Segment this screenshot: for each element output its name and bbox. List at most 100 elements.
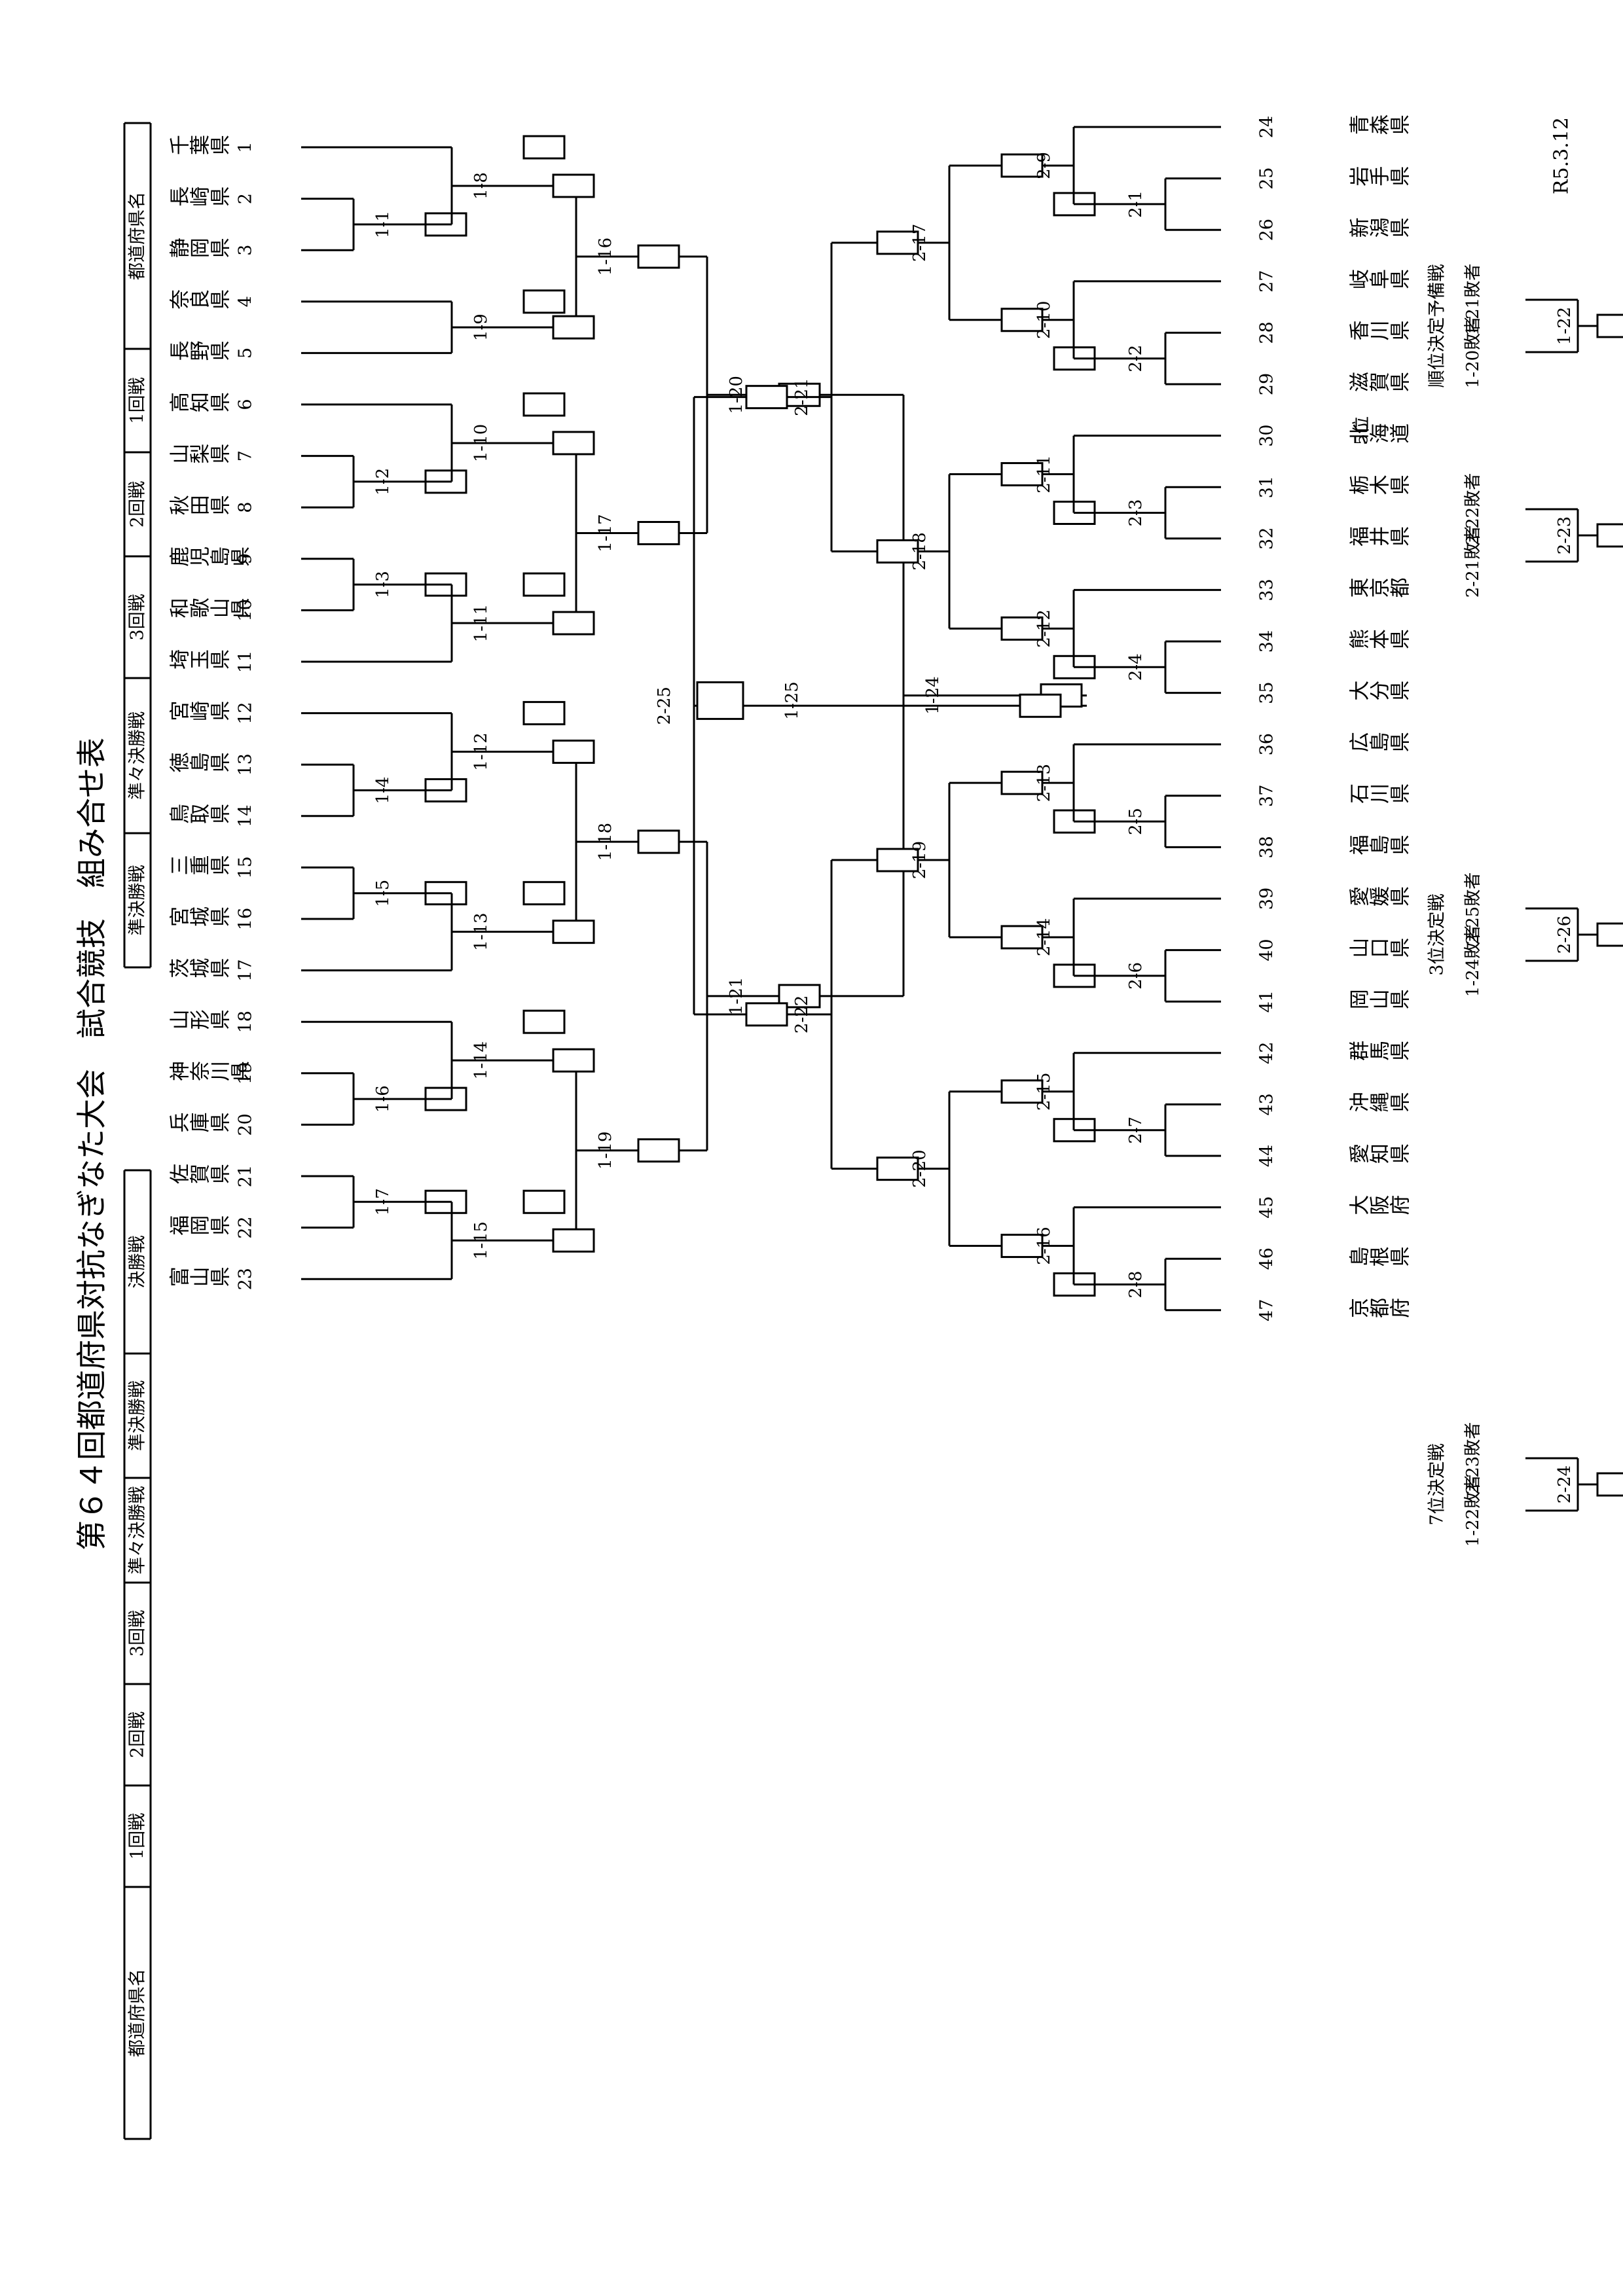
team-number-left: 5	[236, 348, 256, 359]
header-round-left: 準決勝戦	[128, 1380, 148, 1451]
team-number-left: 12	[236, 702, 256, 724]
team-name-left: 長崎県	[169, 187, 230, 211]
match-label: 2-21	[792, 378, 812, 416]
team-number-right: 32	[1257, 528, 1277, 550]
team-number-left: 20	[236, 1113, 256, 1136]
team-number-right: 39	[1257, 888, 1277, 910]
header-round-right: 1回戦	[128, 377, 148, 423]
match-label: 1-5	[373, 880, 393, 907]
placement-match-label: 2-24	[1555, 1465, 1575, 1503]
score-box	[552, 431, 595, 456]
score-box	[745, 385, 788, 410]
score-box	[1596, 1472, 1623, 1497]
team-name-left: 鹿児島県	[169, 547, 250, 571]
team-name-right: 滋賀県	[1349, 372, 1410, 396]
team-number-right: 29	[1257, 373, 1277, 395]
team-name-right: 新潟県	[1349, 218, 1410, 242]
placement-entrant: 1-21敗者	[1463, 264, 1483, 336]
team-name-left: 神奈川県	[169, 1061, 250, 1085]
team-number-left: 18	[236, 1011, 256, 1033]
score-box	[876, 1157, 919, 1181]
team-number-right: 28	[1257, 321, 1277, 344]
match-label: 2-14	[1034, 918, 1054, 956]
match-label: 1-19	[596, 1131, 615, 1169]
team-number-right: 46	[1257, 1247, 1277, 1270]
team-number-right: 45	[1257, 1196, 1277, 1218]
header-round-right: 準々決勝戦	[128, 711, 148, 800]
score-box	[522, 289, 566, 314]
team-number-left: 15	[236, 856, 256, 878]
match-label: 2-22	[792, 996, 812, 1033]
header-round-left: 3回戦	[128, 1610, 148, 1657]
team-name-left: 和歌山県	[169, 598, 250, 622]
score-box	[522, 881, 566, 906]
team-number-right: 27	[1257, 270, 1277, 293]
score-box	[552, 920, 595, 944]
team-name-right: 島根県	[1349, 1247, 1410, 1270]
match-label: 1-11	[471, 604, 491, 642]
team-name-left: 山形県	[169, 1010, 230, 1033]
team-name-right: 栃木県	[1349, 475, 1410, 499]
match-label: 2-3	[1126, 499, 1146, 527]
team-number-left: 9	[236, 553, 256, 564]
match-label: 2-4	[1126, 653, 1146, 681]
team-number-left: 10	[236, 599, 256, 621]
team-number-right: 40	[1257, 939, 1277, 961]
team-number-right: 30	[1257, 424, 1277, 446]
match-label: 1-4	[373, 777, 393, 804]
placement-caption: 順位決定予備戦	[1427, 264, 1448, 388]
placement-caption: 7位決定戦	[1427, 1443, 1448, 1525]
match-label: 2-1	[1126, 190, 1146, 218]
team-name-left: 徳島県	[169, 753, 230, 777]
match-label: 1-10	[471, 424, 491, 462]
match-label: 2-16	[1034, 1227, 1054, 1265]
match-label: 2-12	[1034, 609, 1054, 647]
score-box	[637, 1138, 680, 1163]
match-label: 2-8	[1126, 1271, 1146, 1299]
team-name-right: 岩手県	[1349, 166, 1410, 190]
placement-entrant: 2-21敗者	[1463, 526, 1483, 598]
match-label: 2-18	[910, 532, 930, 570]
score-box	[522, 392, 566, 417]
team-number-left: 16	[236, 908, 256, 930]
match-label: 2-13	[1034, 764, 1054, 802]
page-title: 第６４回都道府県対抗なぎなた大会 試合競技 組み合せ表	[74, 738, 109, 1551]
score-box	[1000, 308, 1044, 332]
team-number-right: 25	[1257, 167, 1277, 189]
team-name-right: 香川県	[1349, 321, 1410, 345]
score-box	[522, 1009, 566, 1034]
team-name-right: 広島県	[1349, 732, 1410, 756]
team-name-right: 福島県	[1349, 835, 1410, 859]
team-name-left: 宮城県	[169, 907, 230, 931]
team-number-left: 14	[236, 805, 256, 827]
score-box	[522, 701, 566, 726]
team-name-right: 熊本県	[1349, 630, 1410, 653]
score-box	[876, 539, 919, 564]
team-name-right: 山口県	[1349, 939, 1410, 962]
team-number-right: 33	[1257, 579, 1277, 601]
placement-entrant: 2-23敗者	[1463, 1422, 1483, 1494]
score-box	[1000, 1079, 1044, 1104]
placement-entrant: 1-24敗者	[1463, 925, 1483, 997]
team-name-right: 沖縄県	[1349, 1092, 1410, 1116]
team-name-right: 群馬県	[1349, 1041, 1410, 1065]
team-number-right: 41	[1257, 990, 1277, 1013]
placement-match-label: 1-22	[1555, 307, 1575, 345]
match-label: 2-20	[910, 1149, 930, 1187]
team-number-left: 4	[236, 296, 256, 307]
revision-date: R5.3.12	[1550, 117, 1573, 194]
team-number-right: 35	[1257, 681, 1277, 704]
score-box	[552, 1048, 595, 1073]
match-label: 2-25	[655, 687, 674, 725]
score-box	[1596, 523, 1623, 548]
score-box	[1596, 314, 1623, 338]
header-pref-left: 都道府県名	[128, 1969, 148, 2057]
team-number-right: 24	[1257, 116, 1277, 138]
score-box	[1000, 1234, 1044, 1259]
team-name-left: 鳥取県	[169, 804, 230, 828]
score-box	[552, 173, 595, 198]
match-label: 1-13	[471, 912, 491, 950]
team-number-left: 2	[236, 193, 256, 204]
header-round-left: 準々決勝戦	[128, 1486, 148, 1575]
